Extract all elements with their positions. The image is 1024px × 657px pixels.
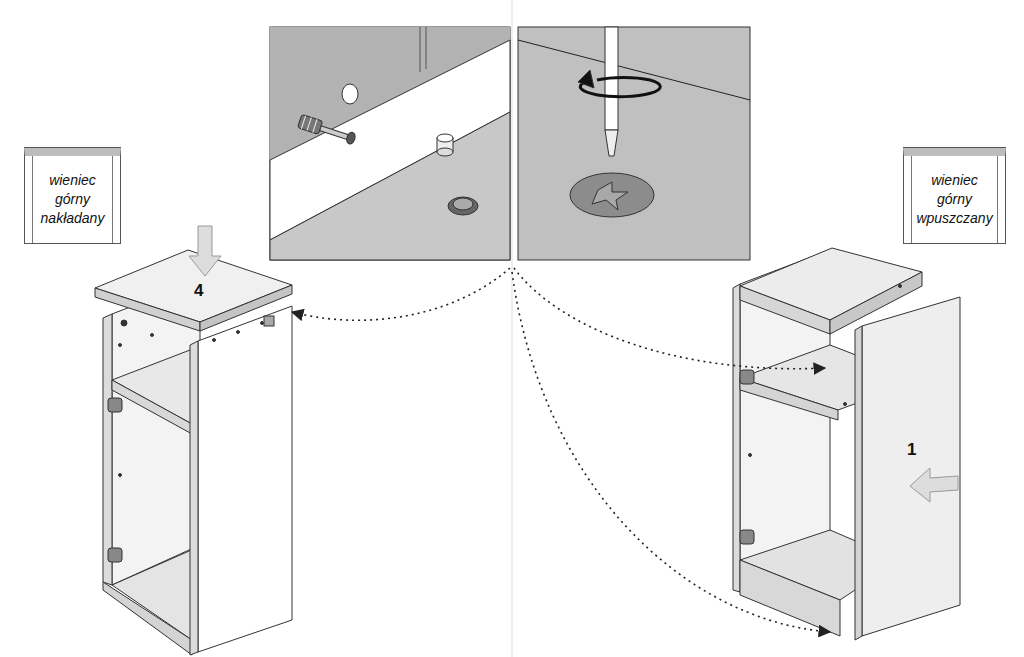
dowel-detail-part [437,134,453,156]
cabinet-overlay-top-part [119,344,122,347]
cabinet-overlay-top-part [198,306,292,652]
cabinet-overlay-top-part [264,316,274,326]
cabinet-inset-top-part [740,370,754,384]
cabinet-overlay-top-part [103,314,112,585]
cabinet-overlay-top-part [261,322,264,325]
dowel-detail-part-part [301,116,305,129]
cabinet-overlay-top-part [108,548,122,562]
cabinet-inset-top-part [749,454,752,457]
cabinet-overlay-top-part [190,341,198,655]
screwdriver-detail-part [597,77,650,80]
screwdriver-detail-part [605,130,618,156]
cabinet-inset-top-part [740,530,754,544]
dowel-detail-part-part [345,131,356,145]
screwdriver-detail-part [518,40,750,100]
cabinet-overlay-top-part [121,320,127,326]
cabinet-inset-top-part [844,403,847,406]
dowel-detail-part-part [437,134,453,142]
dowel-detail-part [420,27,421,72]
dowel-detail-part-part [307,117,311,130]
dowel-detail-part [448,197,478,215]
leader-arrows-part [292,268,510,320]
cabinet-overlay-top-part [151,334,154,337]
cabinet-overlay-top-part [119,474,122,477]
screwdriver-detail-part [592,182,628,210]
cabinet-inset-top-part [862,297,960,636]
cabinet-overlay-top-part [108,398,122,412]
dowel-detail-part-part [313,119,317,132]
cabinet-overlay-top-part [200,285,292,331]
cabinet-overlay-top-part [112,380,192,434]
screwdriver-detail-part [578,70,594,88]
screwdriver-detail-part [518,27,750,260]
leader-arrows-part [514,268,825,369]
cabinet-overlay-top [95,226,292,655]
callout-number: 4 [194,282,203,300]
cabinet-overlay-top-part [189,226,221,276]
screwdriver-detail [518,27,750,260]
panel-caption: wieniec górny wpuszczany [916,171,992,228]
dowel-detail-part-part [437,148,453,156]
cabinet-overlay-top-part [237,331,240,334]
leader-arrows [292,268,830,632]
cabinet-overlay-top-part [213,339,216,342]
panel-icon-box: wieniec górny wpuszczany [903,148,1006,244]
cabinet-inset-top-part [740,378,838,420]
cabinet-inset-top-part [910,468,958,502]
dowel-detail-part-part [320,126,350,140]
cabinet-inset-top-part [733,284,740,592]
cabinet-inset-top-part [899,285,902,288]
panel-icon-box: wieniec górny nakładany [24,148,121,244]
dowel-detail [270,27,510,260]
leader-arrows-part [512,272,830,632]
dowel-detail-part [270,27,510,260]
dowel-detail-part [270,112,510,260]
cabinet-inset-top-part [855,326,862,640]
cabinet-inset-top-part [740,560,840,636]
dowel-detail-part [342,84,358,104]
dowel-detail-part [453,198,473,210]
dowel-detail-part-part [298,114,323,134]
cabinet-inset-top [733,248,960,640]
screwdriver-detail-part [570,173,654,217]
cabinet-overlay-top-part [95,288,200,331]
dowel-detail-part [298,114,357,145]
divider-line [512,0,513,657]
cabinet-overlay-top-part [103,582,192,655]
panel-caption: wieniec górny nakładany [41,171,105,228]
cabinet-inset-top-part [740,286,830,334]
callout-number: 1 [907,441,916,459]
dowel-detail-part [426,27,427,69]
